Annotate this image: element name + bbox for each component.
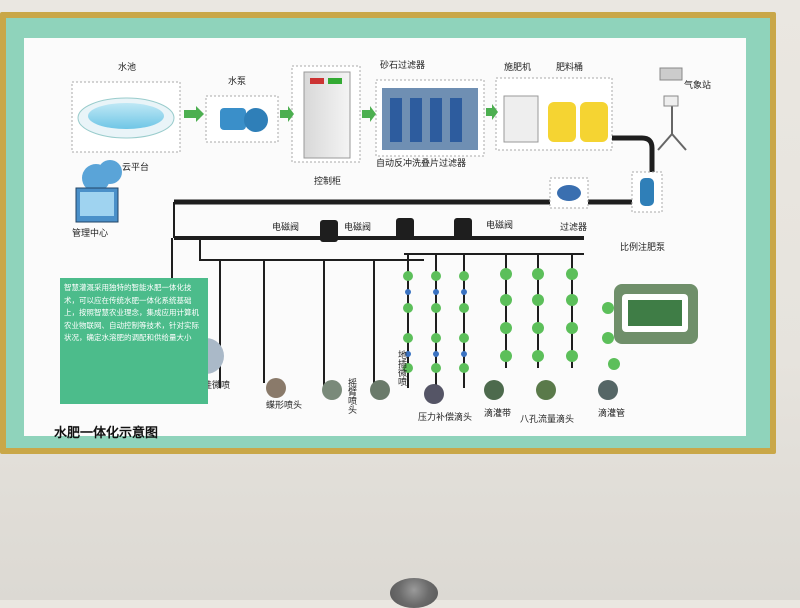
label-fertilizer-tank: 肥料桶 <box>556 63 584 73</box>
label-fertilizer-machine: 施肥机 <box>504 63 532 73</box>
pool-box <box>71 81 181 153</box>
label-ratio-pump: 比例注肥泵 <box>620 243 666 253</box>
filter-and-ratio-pump <box>549 171 663 213</box>
label-drip-pipe: 滴灌管 <box>598 409 626 419</box>
label-cloud-platform: 云平台 <box>122 163 150 173</box>
label-pump: 水泵 <box>228 77 247 87</box>
label-filter: 过滤器 <box>560 223 588 233</box>
smartphone-image <box>614 284 698 344</box>
description-box: 智慧灌溉采用独特的智能水肥一体化技术，可以应在传统水肥一体化系统基础上，按照智慧… <box>60 278 208 404</box>
label-valve-2: 电磁阀 <box>344 223 372 233</box>
label-rocker-nozzle: 摇臂喷头 <box>346 378 356 414</box>
label-ground-spray: 地插微喷 <box>396 350 406 386</box>
poster: 水池 水泵 控制柜 砂石过滤器 自动反冲洗叠片过滤器 施肥机 肥料桶 气象站 云… <box>24 38 746 441</box>
weather-station <box>657 67 687 151</box>
label-hanging-spray: 吊挂微喷 <box>194 381 231 391</box>
label-management-center: 管理中心 <box>72 229 109 239</box>
label-pressure-drip: 压力补偿滴头 <box>418 413 473 423</box>
plant-markers <box>403 268 620 373</box>
label-control-cabinet: 控制柜 <box>314 177 342 187</box>
label-valve-3: 电磁阀 <box>486 221 514 231</box>
branch-pipes <box>171 202 584 388</box>
poster-mat: 水池 水泵 控制柜 砂石过滤器 自动反冲洗叠片过滤器 施肥机 肥料桶 气象站 云… <box>6 18 770 448</box>
label-drip-tape: 滴灌带 <box>484 409 512 419</box>
label-weather-station: 气象站 <box>684 81 712 91</box>
fertilizer-box <box>495 77 613 151</box>
label-pool: 水池 <box>118 63 137 73</box>
pump-box <box>205 95 279 143</box>
label-butterfly-nozzle: 蝶形喷头 <box>266 401 303 411</box>
sand-filter-box <box>375 79 485 157</box>
picture-frame: 水池 水泵 控制柜 砂石过滤器 自动反冲洗叠片过滤器 施肥机 肥料桶 气象站 云… <box>0 12 776 454</box>
drip-emitters <box>405 289 467 357</box>
poster-title: 水肥一体化示意图 <box>54 426 159 441</box>
label-valve-1: 电磁阀 <box>272 223 300 233</box>
diagram-graphics <box>71 65 698 404</box>
label-eight-hole: 八孔流量滴头 <box>520 415 575 425</box>
control-cabinet <box>291 65 361 163</box>
ceiling-vent <box>390 578 438 608</box>
flow-arrows <box>184 104 498 122</box>
cloud-platform <box>75 160 122 223</box>
solenoid-valves <box>320 218 472 242</box>
label-disc-filter: 自动反冲洗叠片过滤器 <box>376 159 467 169</box>
label-sand-filter: 砂石过滤器 <box>380 61 426 71</box>
